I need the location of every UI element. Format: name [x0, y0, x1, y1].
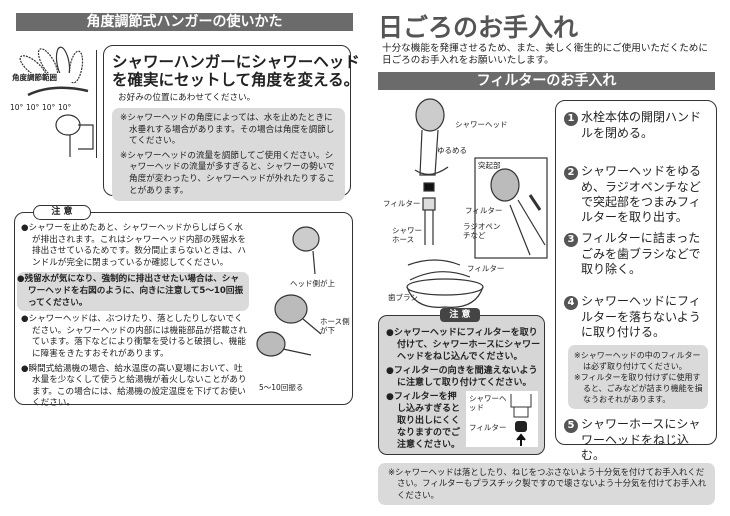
filter-arrow-icon — [510, 394, 532, 446]
fig-filter-label: フィルター — [469, 423, 507, 432]
filter-removal-illustration — [406, 98, 548, 308]
step-text: シャワーヘッドをゆるめ、ラジオペンチなどで突起部をつまみフィルターを取り出す。 — [581, 164, 702, 224]
filter-detail-label: フィルター — [465, 206, 503, 215]
shake-shower-illustration — [256, 226, 322, 357]
section-header-filter: フィルターのお手入れ — [378, 72, 715, 90]
divider — [96, 50, 97, 158]
step-number: 4 — [564, 296, 578, 310]
filter-orientation-figure: シャワーヘッド フィルター — [466, 391, 538, 447]
angle-ticks: 10° 10° 10° 10° — [10, 103, 71, 112]
caution-box-right: ●シャワーヘッドにフィルターを取り付けて、シャワーホースにシャワーヘッドをねじ込… — [378, 315, 545, 455]
page-title: 日ごろのお手入れ — [378, 13, 579, 42]
hose-down-label: ホース側が下 — [320, 317, 350, 335]
angle-tick: 10° — [58, 103, 72, 112]
note: ※シャワーヘッドの中のフィルターは必ず取り付けてください。 — [574, 351, 701, 371]
hanger-instruction-box: シャワーハンガーにシャワーヘッド を確実にセットして角度を変える。 お好みの位置… — [103, 45, 360, 202]
step-text: 水栓本体の開閉ハンドルを閉める。 — [581, 110, 702, 140]
caution-label: 注 意 — [440, 308, 480, 322]
shake-label: 5～10回振る — [259, 383, 304, 392]
note: ※シャワーヘッドの角度によっては、水を止めたときに水垂れする場合があります。その… — [120, 113, 335, 147]
step-text: シャワーヘッドにフィルターを落ちないように取り付ける。 — [581, 294, 701, 339]
angle-tick: 10° — [10, 103, 24, 112]
step-text: シャワーホースにシャワーヘッドをねじ込む。 — [581, 417, 701, 462]
toothbrush-label: 歯ブラシ — [388, 293, 418, 302]
step-number: 3 — [564, 233, 578, 247]
caution-item: ●シャワーヘッドにフィルターを取り付けて、シャワーホースにシャワーヘッドをねじ込… — [386, 328, 541, 362]
caution-item: ●シャワーを止めたあと、シャワーヘッドからしばらく水が排出されます。これはシャワ… — [21, 223, 246, 268]
caution-box-left: ●シャワーを止めたあと、シャワーヘッドからしばらく水が排出されます。これはシャワ… — [14, 212, 353, 408]
pliers-label: ラジオペンチなど — [463, 222, 501, 240]
caution-item-row: ●フィルターを押し込みすぎると取り出しにくくなりますのでご注意ください。 シャワ… — [386, 391, 542, 454]
caution-list: ●シャワーを止めたあと、シャワーヘッドからしばらく水が排出されます。これはシャワ… — [17, 223, 249, 413]
loosen-label: ゆるめる — [437, 146, 467, 155]
step-notes: ※シャワーヘッドの中のフィルターは必ず取り付けてください。 ※フィルターを取り付… — [568, 345, 708, 409]
hose-label: シャワーホース — [392, 226, 422, 244]
hanger-instruction-title: シャワーハンガーにシャワーヘッド を確実にセットして角度を変える。 — [112, 53, 360, 89]
shower-head-label: シャワーヘッド — [455, 120, 508, 129]
step-number: 1 — [564, 112, 578, 126]
caution-list: ●シャワーヘッドにフィルターを取り付けて、シャワーホースにシャワーヘッドをねじ込… — [386, 327, 542, 454]
section-header-hanger: 角度調節式ハンガーの使いかた — [16, 13, 353, 31]
shower-hanger-icon — [12, 46, 94, 157]
bottom-note: ※シャワーヘッドは落としたり、ねじをつぶさないよう十分気を付けてお手入れください… — [378, 463, 715, 505]
fig-head-label: シャワーヘッド — [469, 394, 507, 412]
bottom-note-text: ※シャワーヘッドは落としたり、ねじをつぶさないよう十分気を付けてお手入れください… — [388, 467, 707, 500]
caution-item-highlight: ●残留水が気になり、強制的に排出させたい場合は、シャワーヘッドを右図のように、向… — [17, 272, 249, 312]
angle-range-label: 角度調節範囲 — [12, 73, 57, 82]
filter-label: フィルター — [383, 199, 421, 208]
caution-label: 注 意 — [33, 205, 91, 220]
caution-item: ●フィルターを押し込みすぎると取り出しにくくなりますのでご注意ください。 — [386, 392, 461, 450]
note: ※フィルターを取り付けずに使用すると、ごみなどが詰まり機能を損なうおそれがありま… — [574, 373, 703, 404]
hanger-angle-illustration: 角度調節範囲 10° 10° 10° 10° — [8, 45, 98, 165]
intro-text: 十分な機能を発揮させるため、また、美しく衛生的にご使用いただくために日ごろのお手… — [382, 43, 708, 66]
step-text: フィルターに詰まったごみを歯ブラシなどで取り除く。 — [581, 231, 701, 276]
head-up-label: ヘッド側が上 — [290, 279, 335, 288]
angle-tick: 10° — [26, 103, 40, 112]
step-number: 5 — [564, 419, 578, 433]
caution-item: ●フィルターの向きを間違えないように注意して取り付けてください。 — [386, 366, 538, 388]
step-number: 2 — [564, 166, 578, 180]
title-line: を確実にセットして角度を変える。 — [112, 71, 360, 89]
angle-tick: 10° — [42, 103, 56, 112]
title-line: シャワーハンガーにシャワーヘッド — [112, 53, 360, 71]
hanger-notes: ※シャワーヘッドの角度によっては、水を止めたときに水垂れする場合があります。その… — [112, 108, 345, 202]
protrusion-label: 突起部 — [478, 161, 501, 170]
filter-brush-label: フィルター — [467, 264, 505, 273]
hanger-subtitle: お好みの位置にあわせてください。 — [118, 93, 256, 103]
caution-item: ●瞬間式給湯機の場合、給水温度の高い夏場において、吐水量を少なくして使うと給湯機… — [21, 363, 247, 409]
note: ※シャワーヘッドの流量を調節してご使用ください。シャワーヘッドの流量が多すぎると… — [120, 150, 335, 196]
caution-item: ●シャワーヘッドは、ぶつけたり、落としたりしないでください。シャワーヘッドの内部… — [21, 314, 247, 359]
